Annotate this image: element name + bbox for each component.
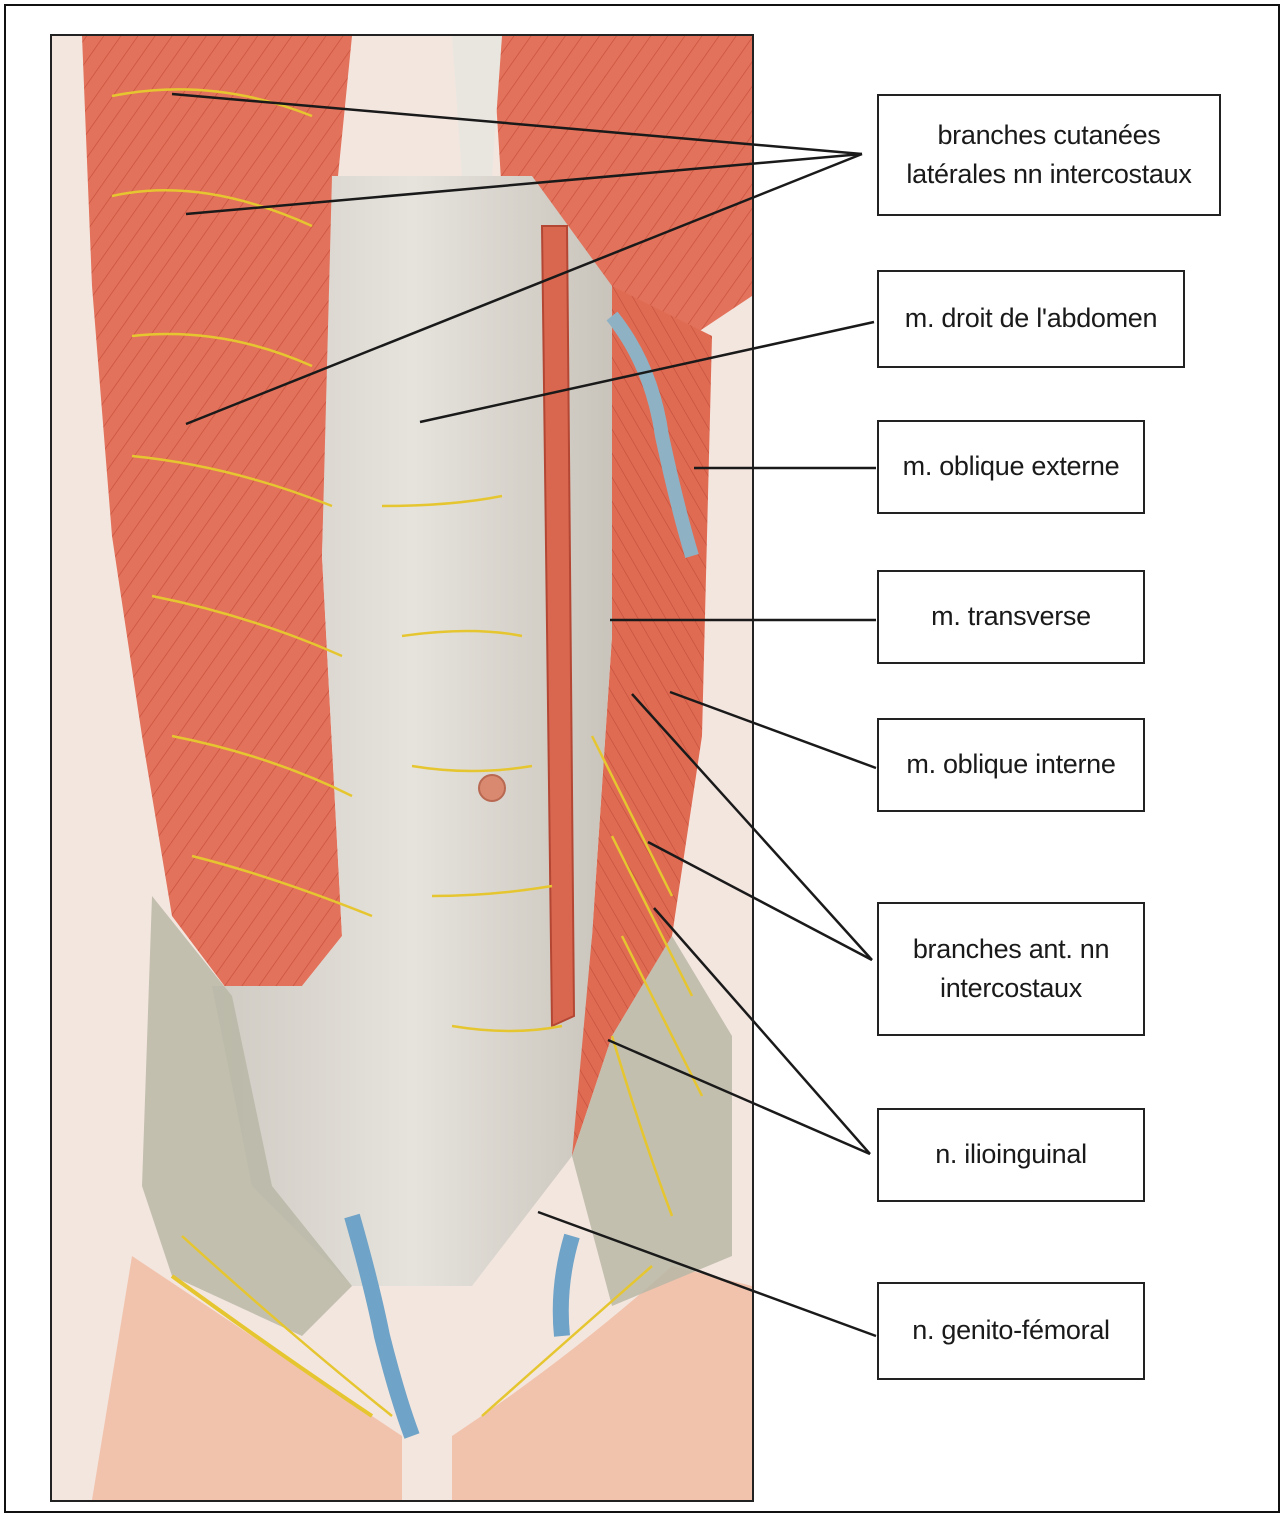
label-branches-cutanees: branches cutanées latérales nn intercost…: [877, 94, 1221, 216]
leader-droit: [420, 322, 874, 422]
leader-branches-ant-1: [632, 694, 872, 960]
label-droit-abdomen: m. droit de l'abdomen: [877, 270, 1185, 368]
leader-branches-ant-2: [648, 842, 872, 960]
leader-branches-cutanees-1: [172, 94, 862, 154]
label-ilioinguinal-text: n. ilioinguinal: [935, 1135, 1087, 1174]
figure-page: branches cutanées latérales nn intercost…: [4, 4, 1280, 1513]
label-transverse-text: m. transverse: [931, 597, 1091, 636]
label-oblique-interne: m. oblique interne: [877, 718, 1145, 812]
label-genito-femoral: n. genito-fémoral: [877, 1282, 1145, 1380]
label-branches-ant-text: branches ant. nn intercostaux: [913, 930, 1109, 1008]
label-branches-ant: branches ant. nn intercostaux: [877, 902, 1145, 1036]
leader-branches-cutanees-3: [186, 154, 862, 424]
label-branches-cutanees-text: branches cutanées latérales nn intercost…: [906, 116, 1191, 194]
leader-oblique-interne: [670, 692, 876, 768]
label-transverse: m. transverse: [877, 570, 1145, 664]
label-ilioinguinal: n. ilioinguinal: [877, 1108, 1145, 1202]
leader-genito-femoral: [538, 1212, 876, 1336]
label-genito-femoral-text: n. genito-fémoral: [912, 1311, 1110, 1350]
leader-branches-cutanees-2: [186, 154, 862, 214]
leader-ilioinguinal-2: [608, 1040, 870, 1154]
label-oblique-externe-text: m. oblique externe: [903, 447, 1120, 486]
label-oblique-externe: m. oblique externe: [877, 420, 1145, 514]
label-droit-abdomen-text: m. droit de l'abdomen: [905, 299, 1158, 338]
label-oblique-interne-text: m. oblique interne: [906, 745, 1115, 784]
leader-ilioinguinal-1: [654, 908, 870, 1154]
